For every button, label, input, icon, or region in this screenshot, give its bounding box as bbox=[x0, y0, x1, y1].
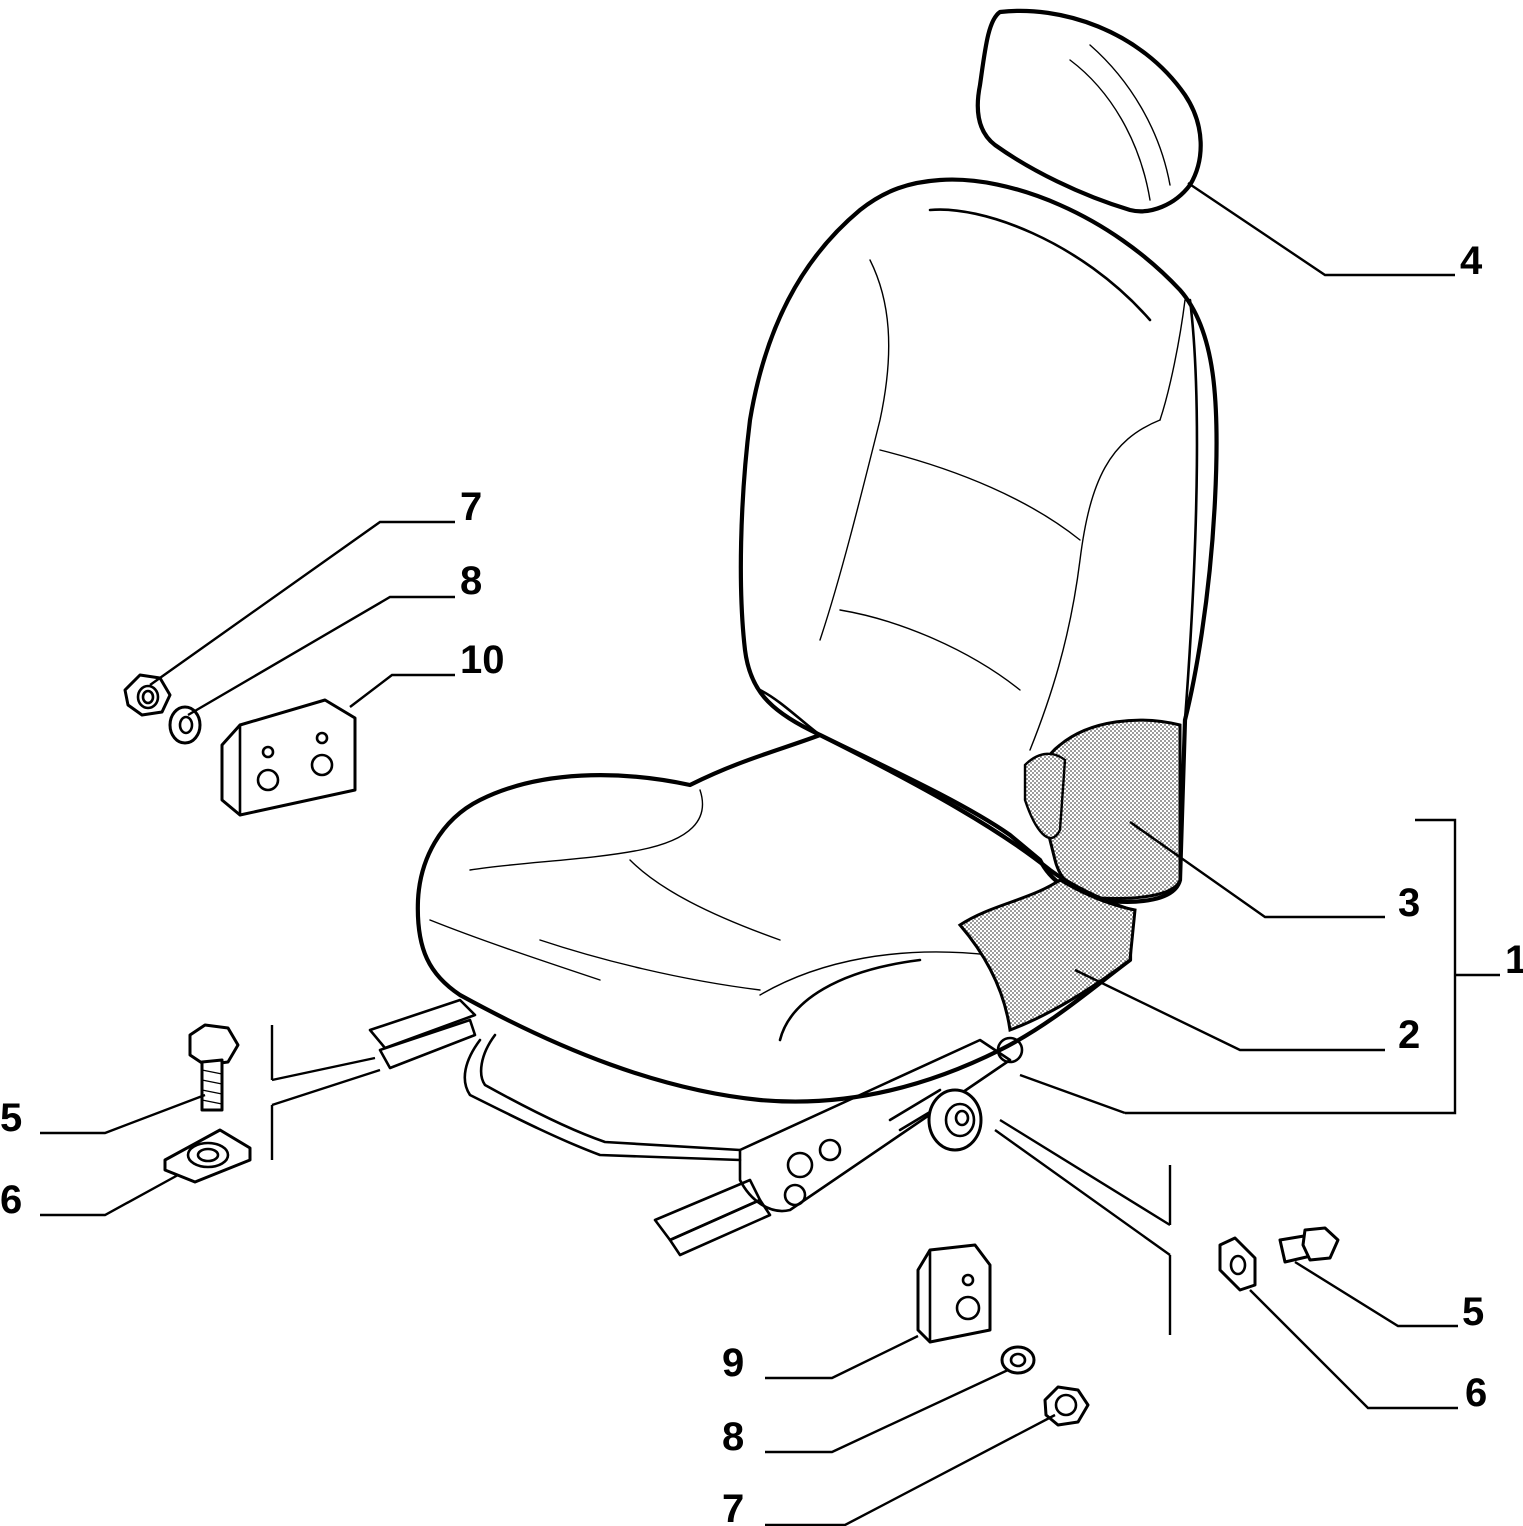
callout-7-right: 7 bbox=[722, 1487, 744, 1526]
callout-9: 9 bbox=[722, 1341, 744, 1385]
callout-3: 3 bbox=[1398, 881, 1420, 925]
nut-plate-6-right bbox=[1218, 1236, 1257, 1292]
backrest bbox=[738, 177, 1219, 904]
nut-7-left bbox=[123, 673, 172, 717]
backrest-side-trim bbox=[1023, 718, 1182, 900]
callout-8-left: 8 bbox=[460, 559, 482, 603]
washer-plate-6-left bbox=[163, 1128, 252, 1184]
bolt-5-right bbox=[1278, 1226, 1340, 1264]
plate-10 bbox=[220, 698, 357, 817]
headrest bbox=[975, 8, 1203, 214]
callout-4: 4 bbox=[1460, 239, 1483, 283]
callout-5-right: 5 bbox=[1462, 1290, 1484, 1334]
callout-8-right: 8 bbox=[722, 1415, 744, 1459]
washer-8-right bbox=[1000, 1345, 1036, 1375]
callout-10: 10 bbox=[460, 638, 505, 682]
callout-7-left: 7 bbox=[460, 485, 482, 529]
plate-9 bbox=[916, 1243, 992, 1344]
cushion-side-trim bbox=[957, 878, 1137, 1033]
bracket-lines bbox=[270, 818, 1457, 1335]
nut-7-right bbox=[1043, 1385, 1090, 1427]
recline-knob bbox=[927, 1088, 983, 1152]
bolt-5-left bbox=[188, 1023, 240, 1112]
washer-8-left bbox=[168, 705, 202, 745]
leader-lines bbox=[40, 182, 1500, 1526]
callout-6-right: 6 bbox=[1465, 1371, 1487, 1415]
callout-1: 1 bbox=[1505, 938, 1523, 982]
callout-labels: 4 7 8 10 3 1 2 5 6 5 6 9 8 7 bbox=[0, 239, 1523, 1526]
callout-5-left: 5 bbox=[0, 1096, 22, 1140]
callout-6-left: 6 bbox=[0, 1178, 22, 1222]
seat-frame bbox=[368, 998, 1024, 1257]
seat-cushion bbox=[415, 732, 1133, 1104]
callout-2: 2 bbox=[1398, 1013, 1420, 1057]
